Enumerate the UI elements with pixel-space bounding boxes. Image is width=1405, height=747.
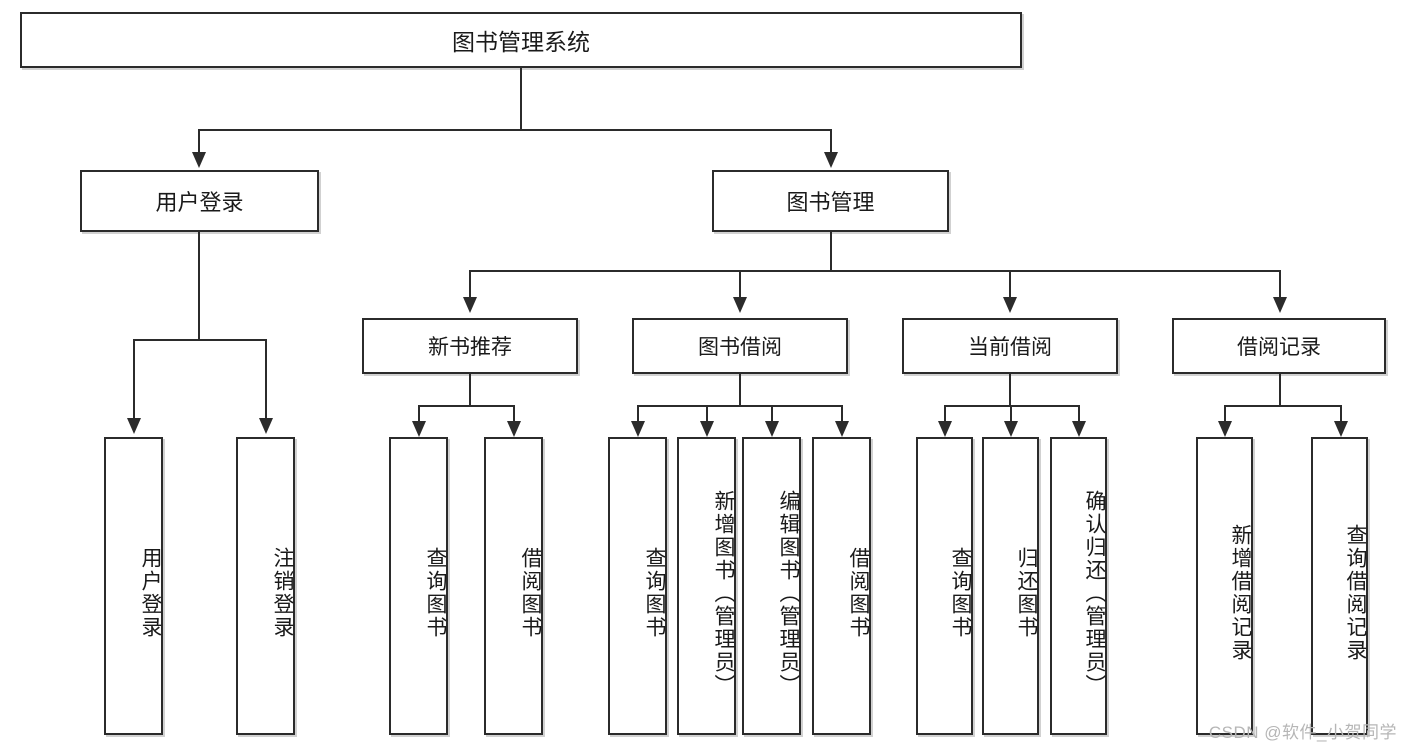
connector-borrow-record-stem [1279,374,1281,406]
connector-book-borrow-to-leaf-2 [706,405,708,423]
node-label: 借阅图书 [847,547,870,639]
node-label: 图书管理系统 [452,29,590,55]
connector-borrow-record-to-leaf-2 [1340,405,1342,423]
arrowhead-book-borrow [733,297,747,313]
watermark-text: CSDN @软件_小贺同学 [1208,723,1397,742]
node-root-system[interactable]: 图书管理系统 [20,12,1022,68]
leaf-borrow-record-query-record[interactable]: 查询借阅记录 [1311,437,1368,735]
node-book-borrow[interactable]: 图书借阅 [632,318,848,374]
connector-root-bus [198,129,832,131]
node-label: 查询图书 [643,547,666,639]
connector-new-book-stem [469,374,471,406]
node-label: 查询图书 [949,547,972,639]
node-label: 新增借阅记录 [1229,524,1252,662]
connector-current-borrow-stem [1009,374,1011,406]
leaf-book-borrow-add-book-admin[interactable]: 新增图书（管理员） [677,437,736,735]
connector-user-login-to-leaf-2 [265,339,267,419]
connector-book-mgmt-to-current-borrow [1009,270,1011,298]
arrowhead-current-borrow-leaf-1 [938,421,952,437]
arrowhead-current-borrow-leaf-2 [1004,421,1018,437]
arrowhead-book-borrow-leaf-2 [700,421,714,437]
connector-borrow-record-bus [1224,405,1341,407]
connector-book-borrow-stem [739,374,741,406]
node-label: 借阅图书 [519,547,542,639]
arrowhead-book-mgmt [824,152,838,168]
leaf-book-borrow-borrow-book[interactable]: 借阅图书 [812,437,871,735]
connector-book-borrow-to-leaf-4 [841,405,843,423]
connector-book-mgmt-to-book-borrow [739,270,741,298]
node-label: 图书管理 [786,190,875,215]
leaf-current-borrow-confirm-return-admin[interactable]: 确认归还（管理员） [1050,437,1107,735]
arrowhead-user-login-leaf-2 [259,418,273,434]
node-borrow-record[interactable]: 借阅记录 [1172,318,1386,374]
connector-new-book-to-leaf-2 [513,405,515,423]
arrowhead-borrow-record-leaf-1 [1218,421,1232,437]
connector-user-login-bus [133,339,266,341]
connector-new-book-to-leaf-1 [418,405,420,423]
connector-user-login-stem [198,232,200,340]
arrowhead-book-borrow-leaf-1 [631,421,645,437]
arrowhead-user-login [192,152,206,168]
arrowhead-book-borrow-leaf-3 [765,421,779,437]
node-label: 确认归还（管理员） [1083,489,1106,697]
connector-current-borrow-to-leaf-2 [1010,405,1012,423]
node-label: 新增图书（管理员） [712,489,735,697]
node-label: 图书借阅 [698,336,782,359]
connector-book-mgmt-to-new-book [469,270,471,298]
node-label: 查询借阅记录 [1344,524,1367,662]
node-book-management[interactable]: 图书管理 [712,170,949,232]
leaf-current-borrow-query-book[interactable]: 查询图书 [916,437,973,735]
connector-book-mgmt-to-borrow-record [1279,270,1281,298]
node-label: 编辑图书（管理员） [777,489,800,697]
connector-current-borrow-to-leaf-3 [1078,405,1080,423]
connector-root-to-book-mgmt [830,129,832,154]
node-new-book-recommend[interactable]: 新书推荐 [362,318,578,374]
leaf-new-book-borrow-book[interactable]: 借阅图书 [484,437,543,735]
arrowhead-new-book-leaf-1 [412,421,426,437]
node-label: 当前借阅 [968,336,1052,359]
connector-root-stem [520,68,522,130]
connector-book-borrow-to-leaf-3 [771,405,773,423]
arrowhead-new-book-leaf-2 [507,421,521,437]
connector-borrow-record-to-leaf-1 [1224,405,1226,423]
node-current-borrow[interactable]: 当前借阅 [902,318,1118,374]
arrowhead-user-login-leaf-1 [127,418,141,434]
arrowhead-current-borrow [1003,297,1017,313]
leaf-user-login-logout[interactable]: 注销登录 [236,437,295,735]
connector-book-mgmt-bus [469,270,1280,272]
node-label: 新书推荐 [428,336,512,359]
arrowhead-current-borrow-leaf-3 [1072,421,1086,437]
node-label: 借阅记录 [1237,336,1321,359]
leaf-new-book-query-book[interactable]: 查询图书 [389,437,448,735]
connector-root-to-user-login [198,129,200,154]
leaf-current-borrow-return-book[interactable]: 归还图书 [982,437,1039,735]
node-user-login[interactable]: 用户登录 [80,170,319,232]
node-label: 查询图书 [424,547,447,639]
arrowhead-borrow-record-leaf-2 [1334,421,1348,437]
leaf-user-login-login[interactable]: 用户登录 [104,437,163,735]
node-label: 归还图书 [1015,547,1038,639]
connector-current-borrow-to-leaf-1 [944,405,946,423]
node-label: 用户登录 [139,547,162,639]
node-label: 用户登录 [155,190,244,215]
arrowhead-book-borrow-leaf-4 [835,421,849,437]
connector-book-borrow-bus [637,405,842,407]
arrowhead-new-book [463,297,477,313]
connector-user-login-to-leaf-1 [133,339,135,419]
connector-new-book-bus [418,405,514,407]
leaf-borrow-record-add-record[interactable]: 新增借阅记录 [1196,437,1253,735]
leaf-book-borrow-query-book[interactable]: 查询图书 [608,437,667,735]
node-label: 注销登录 [271,547,294,639]
connector-book-borrow-to-leaf-1 [637,405,639,423]
arrowhead-borrow-record [1273,297,1287,313]
connector-book-mgmt-stem [830,232,832,271]
leaf-book-borrow-edit-book-admin[interactable]: 编辑图书（管理员） [742,437,801,735]
